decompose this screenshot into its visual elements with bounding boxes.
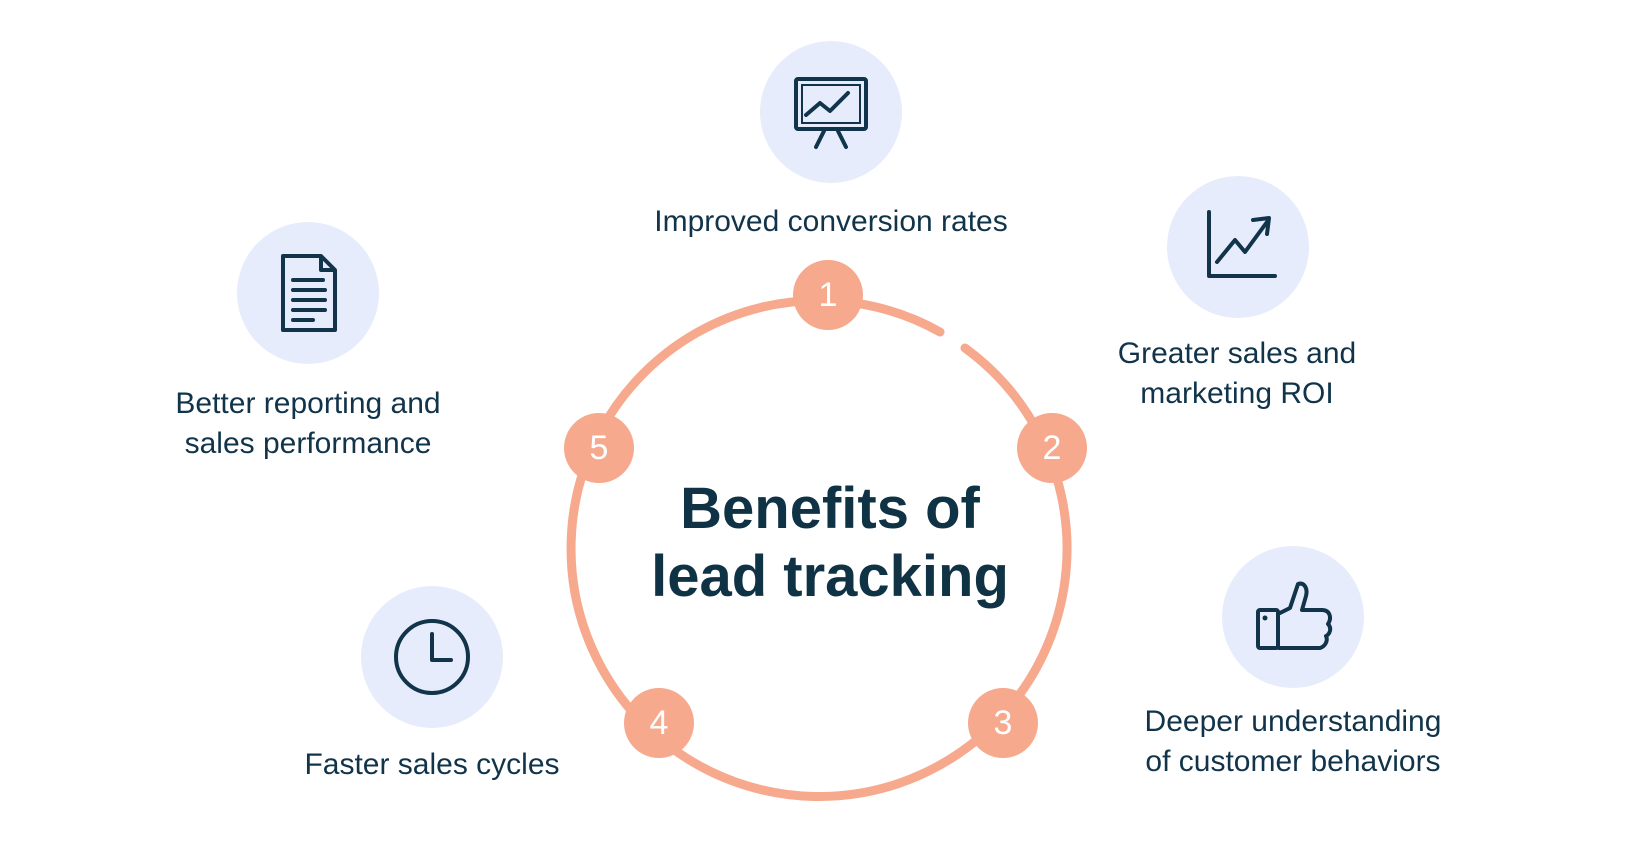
step-badge-2: 2 xyxy=(1017,413,1087,483)
benefit-label-3-line-1: Deeper understanding xyxy=(1144,705,1442,738)
benefit-label-1-line-1: Improved conversion rates xyxy=(654,205,1008,238)
step-badge-3: 3 xyxy=(968,688,1038,758)
benefit-label-1: Improved conversion rates xyxy=(571,202,1091,242)
step-badge-1: 1 xyxy=(793,260,863,330)
benefit-label-4: Faster sales cycles xyxy=(262,745,602,785)
benefit-label-2: Greater sales and marketing ROI xyxy=(1057,334,1417,414)
benefit-label-3: Deeper understanding of customer behavio… xyxy=(1098,702,1488,782)
benefit-label-3-line-2: of customer behaviors xyxy=(1145,745,1441,778)
benefit-icon-circle-2 xyxy=(1167,176,1309,318)
step-badge-4: 4 xyxy=(624,688,694,758)
title-line-1: Benefits of xyxy=(680,476,980,541)
title-line-2: lead tracking xyxy=(651,544,1009,609)
benefit-label-5-line-1: Better reporting and xyxy=(175,387,441,420)
benefit-icon-circle-5 xyxy=(237,222,379,364)
diagram-title: Benefits of lead tracking xyxy=(590,475,1070,611)
benefit-label-5: Better reporting and sales performance xyxy=(128,384,488,464)
step-badge-5: 5 xyxy=(564,413,634,483)
benefit-label-2-line-2: marketing ROI xyxy=(1140,377,1334,410)
document-icon xyxy=(281,254,337,332)
benefit-label-4-line-1: Faster sales cycles xyxy=(304,748,560,781)
presentation-chart-icon xyxy=(794,77,868,149)
clock-icon xyxy=(394,619,470,695)
growth-chart-icon xyxy=(1207,210,1277,278)
thumbs-up-icon xyxy=(1256,581,1333,650)
benefit-icon-circle-3 xyxy=(1222,546,1364,688)
benefit-icon-circle-1 xyxy=(760,41,902,183)
benefit-icon-circle-4 xyxy=(361,586,503,728)
benefit-label-2-line-1: Greater sales and xyxy=(1117,337,1357,370)
benefit-label-5-line-2: sales performance xyxy=(184,427,432,460)
